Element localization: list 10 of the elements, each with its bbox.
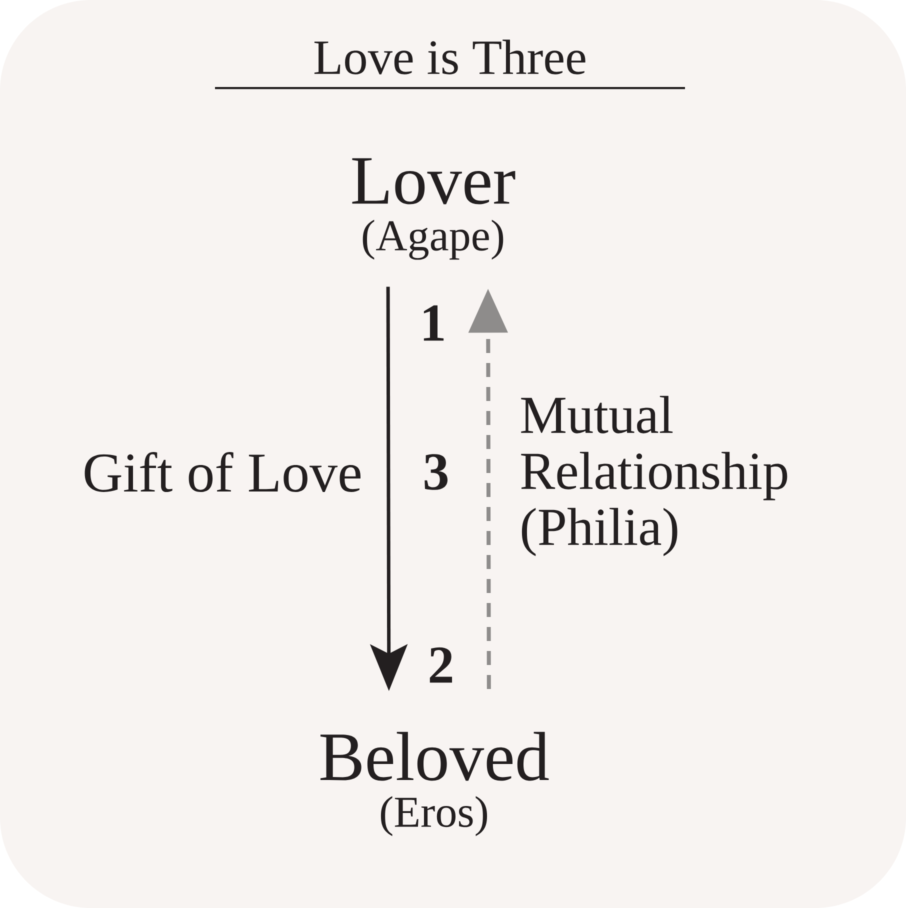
edge-label: Mutual Relationship (Philia): [521, 396, 788, 556]
step-number: 3: [424, 454, 448, 490]
step-number: 1: [424, 305, 444, 341]
title: Love is Three: [314, 40, 586, 74]
node-title: Beloved: [320, 732, 549, 781]
node-subtitle: (Eros): [380, 796, 488, 836]
node-subtitle: (Agape): [362, 220, 504, 260]
step-number: 2: [430, 647, 452, 683]
node-title: Lover: [352, 158, 516, 204]
edge-label: Gift of Love: [84, 452, 360, 492]
